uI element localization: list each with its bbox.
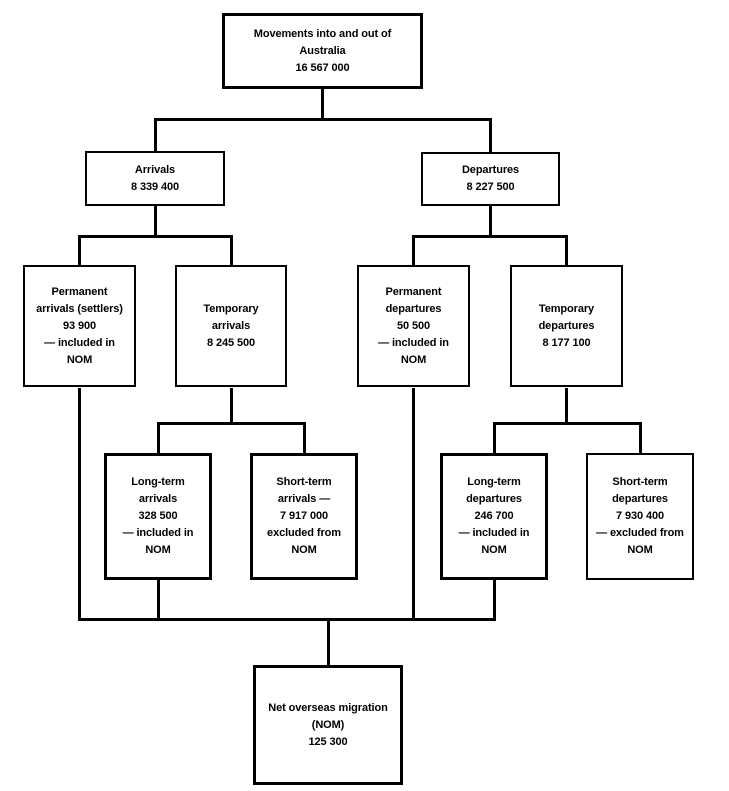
node-value: 8 177 100	[542, 336, 591, 349]
connector-line	[303, 422, 306, 453]
node-text-line: Permanent	[385, 285, 442, 298]
connector-line	[493, 580, 496, 621]
node-value: 7 917 000	[279, 510, 329, 522]
node-text-line: — included in	[458, 527, 530, 539]
connector-line	[489, 118, 492, 152]
node-text-line: — included in	[44, 336, 115, 349]
node-text-line: Long-term	[131, 476, 185, 488]
connector-line	[78, 388, 81, 621]
node-short-term-departures: Short-term departures 7 930 400 — exclud…	[586, 453, 694, 580]
node-value: 50 500	[396, 319, 431, 332]
node-value: 125 300	[308, 735, 348, 748]
node-value: 8 227 500	[466, 181, 515, 193]
node-text-line: — included in	[378, 336, 449, 349]
node-value: 16 567 000	[295, 61, 350, 74]
node-text-line: Movements into and out of	[253, 27, 392, 40]
node-short-term-arrivals: Short-term arrivals — 7 917 000 excluded…	[250, 453, 358, 580]
connector-line	[78, 235, 81, 265]
node-text-line: arrivals	[211, 319, 251, 332]
node-text-line: Temporary	[203, 302, 259, 315]
connector-line	[565, 388, 568, 422]
connector-line	[489, 206, 492, 235]
connector-line	[412, 235, 415, 265]
node-text-line: — excluded from	[596, 527, 684, 539]
node-value: 246 700	[474, 510, 514, 522]
node-text-line: Arrivals	[134, 163, 176, 176]
connector-line	[565, 235, 568, 265]
node-text-line: NOM	[145, 544, 171, 556]
connector-line	[157, 422, 306, 425]
node-text-line: — included in	[122, 527, 194, 539]
node-text-line: NOM	[400, 353, 427, 366]
node-text-line: departures	[612, 493, 668, 505]
connector-line	[493, 422, 642, 425]
node-text-line: Long-term	[467, 476, 521, 488]
node-text-line: Short-term	[612, 476, 668, 488]
node-text-line: NOM	[481, 544, 507, 556]
node-permanent-arrivals: Permanent arrivals (settlers) 93 900 — i…	[23, 265, 136, 387]
node-value: 7 930 400	[615, 510, 665, 522]
connector-line	[78, 618, 496, 621]
node-text-line: NOM	[291, 544, 317, 556]
node-arrivals: Arrivals 8 339 400	[85, 151, 225, 206]
node-long-term-arrivals: Long-term arrivals 328 500 — included in…	[104, 453, 212, 580]
connector-line	[154, 206, 157, 235]
node-text-line: Departures	[461, 164, 520, 176]
connector-line	[321, 89, 324, 118]
node-text-line: Permanent	[51, 285, 108, 298]
node-text-line: NOM	[627, 544, 653, 556]
node-long-term-departures: Long-term departures 246 700 — included …	[440, 453, 548, 580]
node-text-line: Temporary	[538, 302, 595, 315]
connector-line	[327, 618, 330, 665]
node-root: Movements into and out of Australia 16 5…	[222, 13, 423, 89]
node-text-line: Net overseas migration	[268, 701, 388, 714]
node-text-line: Australia	[299, 44, 346, 57]
node-net-overseas-migration: Net overseas migration (NOM) 125 300	[253, 665, 403, 785]
connector-line	[230, 235, 233, 265]
connector-line	[154, 118, 157, 151]
node-text-line: departures	[385, 302, 442, 315]
node-value: 328 500	[138, 510, 178, 522]
node-text-line: departures	[538, 319, 595, 332]
node-text-line: NOM	[66, 353, 93, 366]
node-text-line: (NOM)	[311, 718, 345, 731]
node-departures: Departures 8 227 500	[421, 152, 560, 206]
connector-line	[230, 388, 233, 422]
node-text-line: excluded from	[267, 527, 341, 539]
node-text-line: arrivals	[138, 493, 178, 505]
node-temporary-departures: Temporary departures 8 177 100	[510, 265, 623, 387]
node-text-line: arrivals (settlers)	[36, 302, 123, 315]
node-text-line: departures	[466, 493, 522, 505]
node-value: 93 900	[62, 319, 97, 332]
connector-line	[157, 580, 160, 621]
connector-line	[412, 388, 415, 621]
connector-line	[154, 118, 492, 121]
connector-line	[493, 422, 496, 453]
connector-line	[157, 422, 160, 453]
node-permanent-departures: Permanent departures 50 500 — included i…	[357, 265, 470, 387]
node-value: 8 245 500	[206, 336, 256, 349]
connector-line	[639, 422, 642, 453]
node-value: 8 339 400	[130, 180, 180, 193]
node-temporary-arrivals: Temporary arrivals 8 245 500	[175, 265, 287, 387]
connector-line	[412, 235, 568, 238]
node-text-line: arrivals —	[277, 493, 331, 505]
connector-line	[78, 235, 233, 238]
node-text-line: Short-term	[276, 476, 332, 488]
